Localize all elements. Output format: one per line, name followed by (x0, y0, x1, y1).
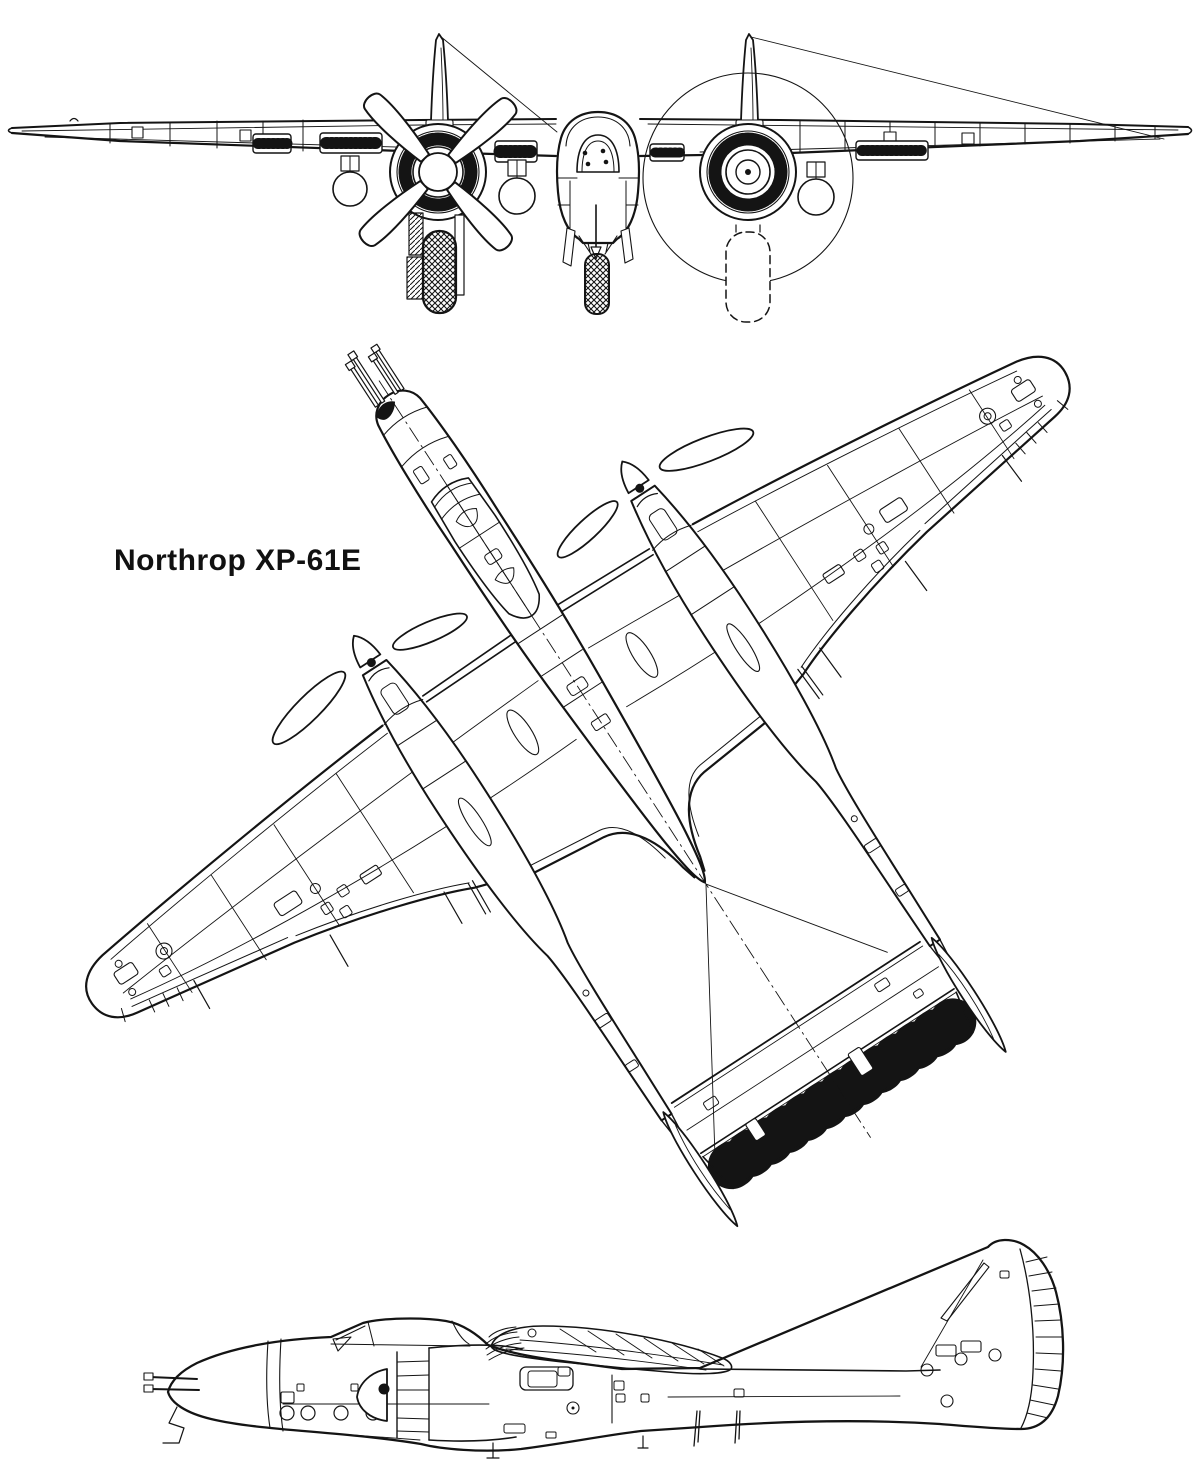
front-view (9, 34, 1192, 322)
front-right-fin (736, 34, 763, 127)
front-right-dashed-pod (726, 225, 770, 322)
plan-centerline (379, 381, 870, 1137)
side-view (144, 1240, 1063, 1458)
front-left-propeller (355, 89, 520, 254)
front-left-landing-gear (407, 213, 464, 313)
front-cockpit-pod (557, 112, 639, 266)
plan-fuselage-pod (333, 332, 729, 898)
nose-antenna (163, 1407, 184, 1443)
front-nose-gear (579, 205, 617, 314)
side-tail-fin (921, 1249, 1062, 1428)
side-fuselage-details (267, 1339, 900, 1458)
plan-view (0, 32, 1200, 1457)
side-nose-guns (144, 1373, 199, 1443)
underwing-pylons (333, 156, 834, 215)
nose-gun-trough (375, 401, 396, 420)
side-fuselage (168, 1240, 1063, 1451)
side-wing-panel (486, 1326, 732, 1390)
front-leader-lines (440, 36, 1164, 139)
plan-projection-lines (584, 821, 935, 1166)
plan-canopy (427, 473, 552, 629)
title-label: Northrop XP-61E (114, 544, 362, 577)
front-left-fin (426, 34, 453, 127)
front-right-engine (700, 124, 796, 220)
wing-radiator-intakes (253, 133, 928, 162)
side-nacelle (357, 1345, 522, 1441)
plan-right-wing (493, 233, 1200, 1136)
plan-nose-guns (342, 338, 406, 408)
